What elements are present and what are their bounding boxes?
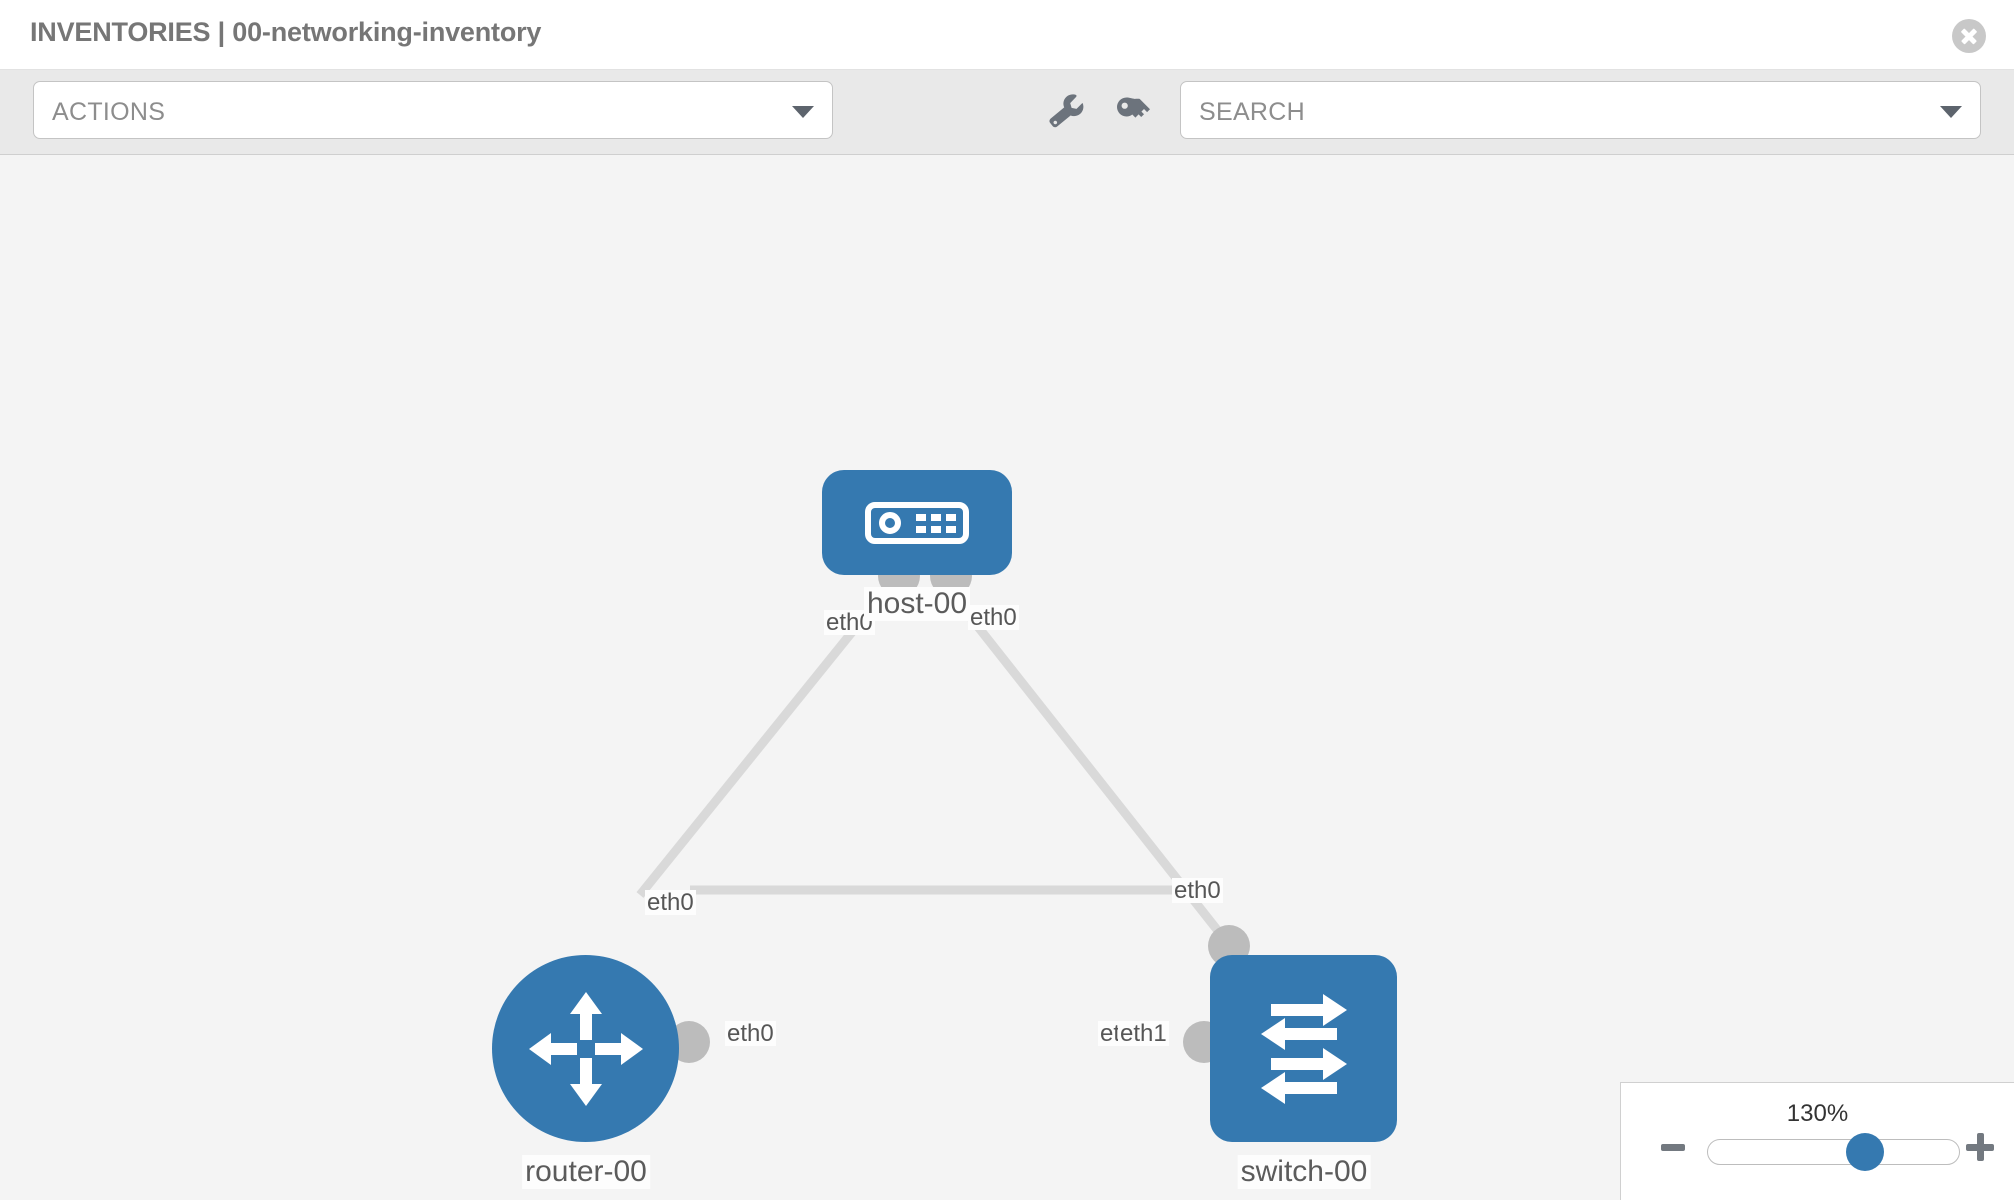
chevron-down-icon	[792, 106, 814, 118]
zoom-slider-thumb[interactable]	[1845, 1133, 1884, 1171]
key-icon[interactable]	[1114, 92, 1154, 130]
node-switch-00-shape	[1210, 955, 1397, 1142]
search-input[interactable]: SEARCH	[1180, 81, 1981, 139]
node-router-00-shape	[492, 955, 679, 1142]
chevron-down-icon	[1940, 106, 1962, 118]
link-host-router	[636, 582, 894, 898]
node-label-router-00: router-00	[522, 1155, 650, 1189]
router-icon	[528, 991, 643, 1106]
toolbar: ACTIONS SEARCH	[0, 70, 2014, 155]
server-icon	[865, 501, 969, 544]
node-host-00-shape	[822, 470, 1012, 575]
switch-icon	[1260, 993, 1347, 1104]
zoom-control-panel: 130%	[1620, 1082, 2014, 1200]
topology-links	[636, 582, 1241, 958]
zoom-slider[interactable]	[1707, 1133, 1960, 1171]
close-icon[interactable]	[1952, 19, 1986, 53]
node-switch-00[interactable]	[1210, 955, 1397, 1142]
page-header: INVENTORIES | 00-networking-inventory	[0, 0, 2014, 70]
actions-dropdown-label: ACTIONS	[52, 98, 166, 126]
node-host-00[interactable]	[822, 470, 1012, 575]
interface-label-router-right: eth0	[725, 1020, 776, 1047]
wrench-icon[interactable]	[1046, 92, 1086, 130]
node-router-00[interactable]	[492, 955, 679, 1142]
topology-canvas[interactable]: eth0 eth0 host-00	[0, 155, 2014, 1200]
zoom-level-value: 130%	[1786, 1100, 1849, 1127]
interface-label-switch-up: eth0	[1172, 877, 1223, 904]
actions-dropdown[interactable]: ACTIONS	[33, 81, 833, 139]
search-placeholder: SEARCH	[1199, 98, 1305, 126]
interface-label-switch-left-front: eth1	[1118, 1020, 1169, 1047]
node-label-host-00: host-00	[863, 587, 971, 621]
zoom-out-button[interactable]	[1661, 1144, 1685, 1151]
interface-label-router-up: eth0	[645, 889, 696, 916]
node-label-switch-00: switch-00	[1237, 1155, 1371, 1189]
zoom-in-button[interactable]	[1966, 1133, 1994, 1161]
page-title: INVENTORIES | 00-networking-inventory	[30, 17, 542, 47]
interface-label-host-right: eth0	[968, 604, 1019, 631]
